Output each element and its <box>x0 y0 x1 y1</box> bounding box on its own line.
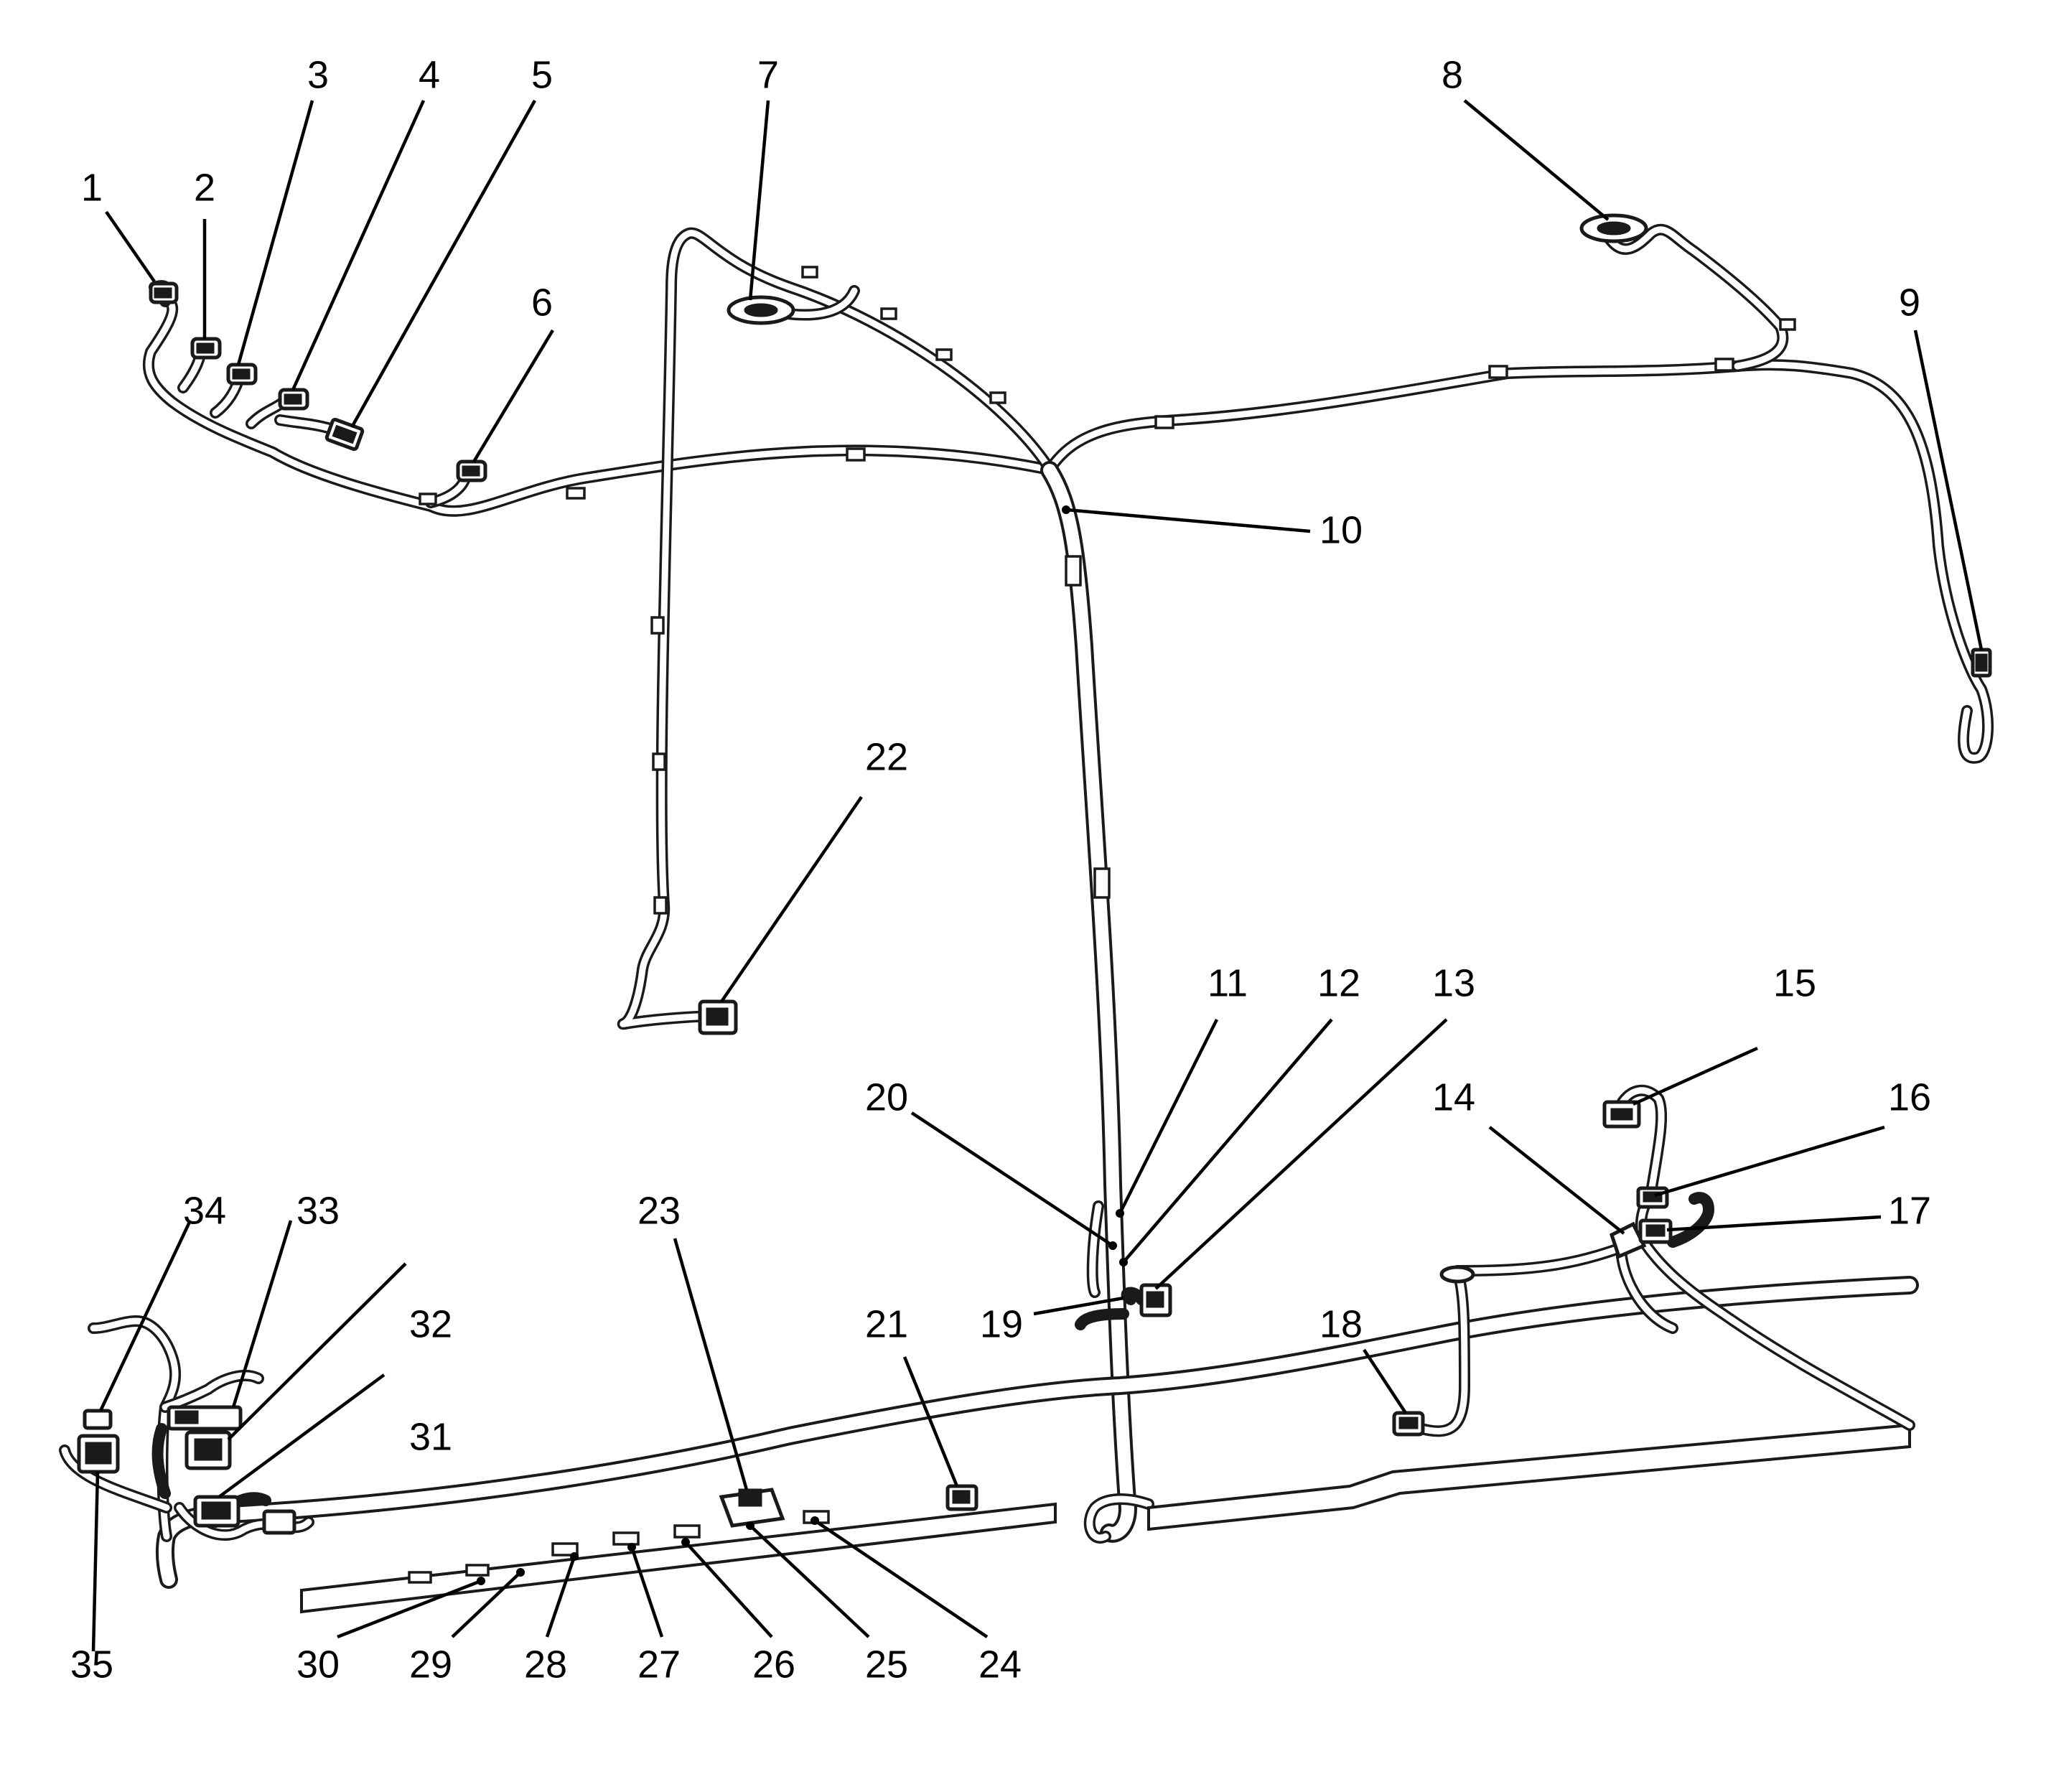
leader-lines <box>91 99 1984 1652</box>
callout-27: 27 <box>637 1643 681 1686</box>
callout-15: 15 <box>1773 961 1816 1004</box>
callout-35: 35 <box>70 1643 113 1686</box>
harness-branch-roof-loop <box>617 227 1054 1030</box>
harness-branch-upper-right <box>1046 223 1994 764</box>
callout-labels: 1 2 3 4 5 6 7 8 9 10 11 12 13 14 15 16 1… <box>70 53 1931 1686</box>
callout-8: 8 <box>1442 53 1463 96</box>
harness-branch-upper-left <box>142 280 1057 517</box>
harness-floor-ducts <box>300 1423 1911 1614</box>
connector-17 <box>1638 1218 1673 1244</box>
connector-34 <box>83 1409 113 1430</box>
callout-34: 34 <box>183 1189 226 1232</box>
harness-branch-lower-left <box>59 1315 314 1542</box>
connector-18 <box>1392 1411 1425 1437</box>
harness <box>59 223 1994 1614</box>
callout-20: 20 <box>865 1075 908 1119</box>
callout-31: 31 <box>409 1415 452 1458</box>
connector-8 <box>1579 213 1648 243</box>
connector-3 <box>226 363 258 386</box>
callout-16: 16 <box>1888 1075 1931 1119</box>
callout-9: 9 <box>1899 281 1920 324</box>
callout-33: 33 <box>296 1189 340 1232</box>
callout-10: 10 <box>1319 508 1363 551</box>
callout-5: 5 <box>531 53 553 96</box>
callout-19: 19 <box>980 1302 1023 1345</box>
callout-21: 21 <box>865 1302 908 1345</box>
connector-9 <box>1971 648 1992 678</box>
connector-7 <box>727 295 795 325</box>
connector-1 <box>149 281 179 304</box>
harness-branch-lower-right <box>1416 1084 1915 1437</box>
callout-4: 4 <box>419 53 440 96</box>
callout-12: 12 <box>1317 961 1360 1004</box>
harness-trunk-vertical <box>1040 461 1147 1543</box>
connector-4 <box>278 388 309 411</box>
callout-7: 7 <box>757 53 779 96</box>
connector-2 <box>190 337 222 360</box>
connector-35 <box>77 1434 120 1474</box>
callout-30: 30 <box>296 1643 340 1686</box>
callout-3: 3 <box>307 53 329 96</box>
connector-13 <box>1139 1283 1172 1317</box>
connector-16 <box>1636 1186 1669 1209</box>
callout-17: 17 <box>1888 1189 1931 1232</box>
callout-2: 2 <box>194 166 215 209</box>
callout-14: 14 <box>1432 1075 1475 1119</box>
callout-24: 24 <box>978 1643 1022 1686</box>
connector-5 <box>324 418 365 451</box>
callout-6: 6 <box>531 281 553 324</box>
connector-33 <box>167 1405 243 1431</box>
connector-6 <box>456 459 487 482</box>
leader-dots <box>477 505 1128 1585</box>
connector-22 <box>698 999 738 1035</box>
connector-15 <box>1602 1100 1641 1129</box>
callout-28: 28 <box>524 1643 567 1686</box>
connector-21 <box>945 1484 978 1511</box>
callout-11: 11 <box>1207 961 1248 1004</box>
callout-18: 18 <box>1319 1302 1363 1345</box>
callout-25: 25 <box>865 1643 908 1686</box>
harness-clips <box>408 266 1796 1584</box>
callout-26: 26 <box>752 1643 795 1686</box>
callout-22: 22 <box>865 735 908 778</box>
connector-32 <box>184 1430 232 1470</box>
callout-13: 13 <box>1432 961 1475 1004</box>
callout-1: 1 <box>81 166 103 209</box>
connector-23 <box>719 1488 785 1528</box>
callout-32: 32 <box>409 1302 452 1345</box>
connector-31 <box>193 1495 296 1535</box>
callout-29: 29 <box>409 1643 452 1686</box>
callout-23: 23 <box>637 1189 681 1232</box>
connectors <box>77 213 1992 1584</box>
grommet <box>1439 1265 1475 1284</box>
